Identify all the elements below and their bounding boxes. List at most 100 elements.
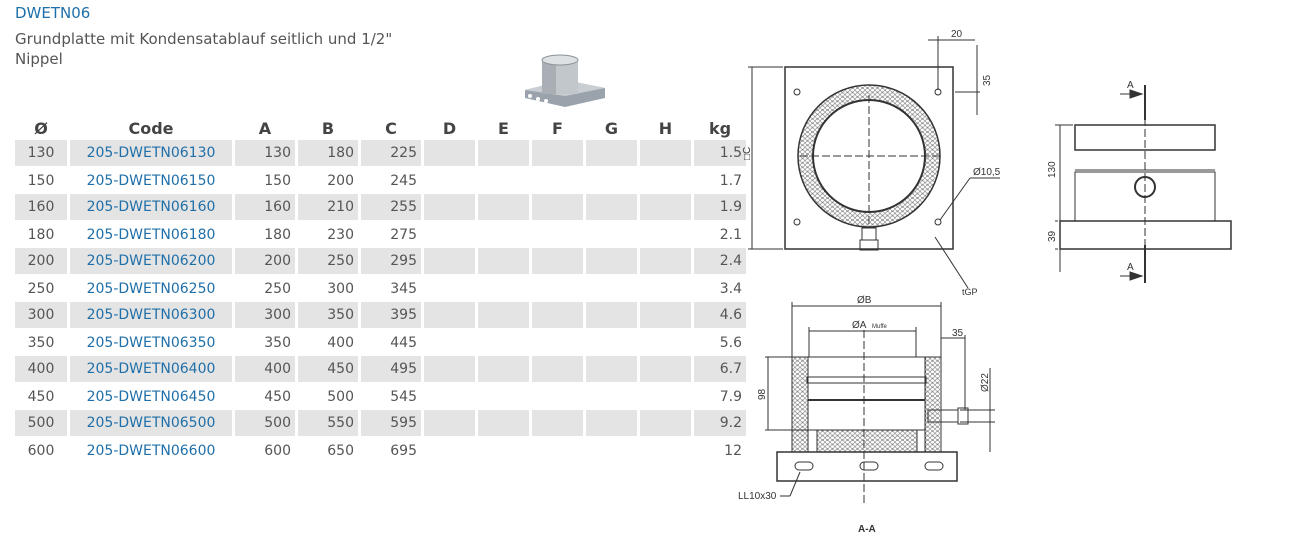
dim-39: 39 [1047,230,1058,242]
hole-diameter: Ø10,5 [973,167,1001,178]
product-description: Grundplatte mit Kondensatablauf seitlich… [15,30,393,68]
table-cell: 1.5 [694,140,746,168]
product-code-link[interactable]: 205-DWETN06130 [70,140,232,168]
table-cell: 255 [361,194,421,222]
table-cell: 450 [298,356,358,384]
table-cell [586,140,637,168]
product-code-link[interactable]: 205-DWETN06180 [86,227,216,243]
table-cell [640,356,691,384]
table-row: 600 205-DWETN06600 600 650 695 12 [15,438,746,464]
table-cell [640,302,691,330]
dim-b: ØB [857,295,872,306]
dim-98: 98 [757,388,768,400]
product-code-link[interactable]: 205-DWETN06250 [86,281,216,297]
product-code-link[interactable]: 205-DWETN06300 [70,302,232,330]
product-code-link[interactable]: 205-DWETN06200 [70,248,232,276]
table-cell: 500 [235,410,295,438]
table-cell: 7.9 [719,389,742,405]
product-code-link[interactable]: 205-DWETN06600 [86,443,216,459]
table-cell: 400 [235,356,295,384]
table-cell: 275 [390,227,417,243]
table-cell: 500 [327,389,354,405]
table-cell: 350 [298,302,358,330]
table-cell: 6.7 [694,356,746,384]
dim-35: 35 [982,74,993,86]
table-cell: 450 [264,389,291,405]
product-code-link[interactable]: 205-DWETN06450 [86,389,216,405]
column-header: Ø [34,118,48,138]
table-cell: 450 [27,389,55,405]
table-row: 450 205-DWETN06450 450 500 545 7.9 [15,384,746,410]
table-cell: 295 [361,248,421,276]
product-code-link[interactable]: 205-DWETN06160 [70,194,232,222]
table-cell [532,410,583,438]
table-cell: 600 [264,443,291,459]
table-cell: 695 [390,443,417,459]
table-cell [532,194,583,222]
column-header: Code [128,118,174,138]
table-cell: 4.6 [694,302,746,330]
table-cell [424,356,475,384]
table-cell: 3.4 [719,281,742,297]
table-cell: 250 [264,281,291,297]
product-code-link[interactable]: 205-DWETN06350 [86,335,216,351]
plate-thickness: tGP [962,287,978,297]
dim-a: ØA [852,320,867,331]
table-cell: 9.2 [694,410,746,438]
table-cell [640,410,691,438]
table-cell [478,356,529,384]
table-cell [640,140,691,168]
table-cell: 180 [264,227,291,243]
table-cell [586,410,637,438]
table-cell: 545 [390,389,417,405]
section-marker-bottom: A [1127,262,1134,273]
product-code-link[interactable]: 205-DWETN06500 [70,410,232,438]
table-cell [478,194,529,222]
table-cell [532,140,583,168]
table-cell [478,302,529,330]
table-cell: 550 [298,410,358,438]
table-cell: 300 [15,302,67,330]
table-cell [424,140,475,168]
table-cell: 130 [15,140,67,168]
table-cell: 250 [27,281,55,297]
table-cell: 445 [390,335,417,351]
table-cell: 500 [15,410,67,438]
dim-c: □C [742,147,753,160]
table-cell: 200 [327,173,354,189]
table-cell [424,248,475,276]
table-cell [640,248,691,276]
table-cell: 5.6 [719,335,742,351]
table-cell [478,410,529,438]
table-cell [532,248,583,276]
table-cell: 12 [724,443,742,459]
table-cell: 2.1 [719,227,742,243]
table-cell: 600 [27,443,55,459]
table-cell: 150 [264,173,291,189]
table-cell: 245 [390,173,417,189]
table-cell: 345 [390,281,417,297]
table-cell: 230 [327,227,354,243]
slot-label: LL10x30 [738,491,777,502]
table-cell [586,248,637,276]
table-cell: 650 [327,443,354,459]
table-cell: 180 [298,140,358,168]
table-cell [586,194,637,222]
product-code-link[interactable]: 205-DWETN06150 [86,173,216,189]
table-cell: 200 [235,248,295,276]
dim-a-subscript: Muffe [872,324,888,330]
table-cell: 210 [298,194,358,222]
table-cell: 395 [361,302,421,330]
product-code-link[interactable]: 205-DWETN06400 [70,356,232,384]
table-cell: 200 [15,248,67,276]
table-cell [532,302,583,330]
column-header: H [658,118,673,138]
column-header: A [258,118,272,138]
